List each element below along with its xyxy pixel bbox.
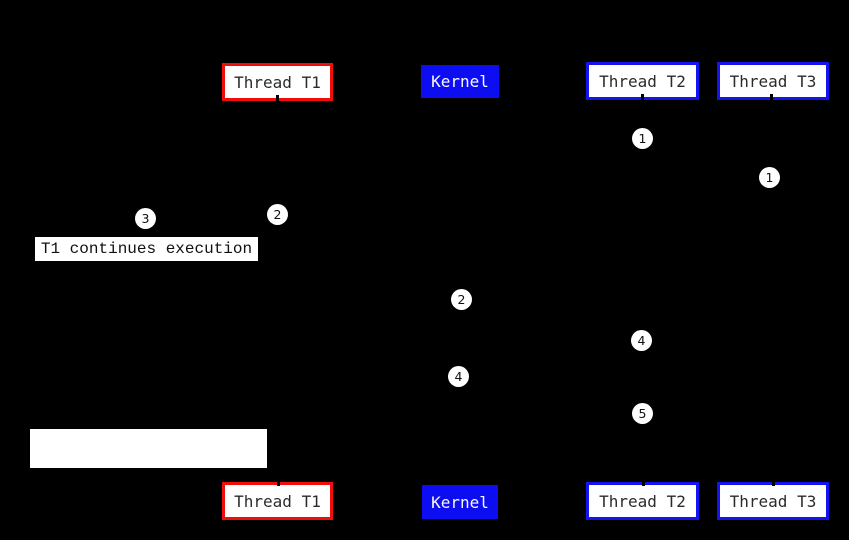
step-marker: 2 [267,204,288,225]
lifeline-notch [641,94,644,100]
step-marker: 4 [631,330,652,351]
lifeline-notch [642,480,645,486]
step-marker: 3 [135,208,156,229]
node-kernel-top: Kernel [421,65,499,98]
node-thread-t1-bottom: Thread T1 [222,482,333,520]
node-thread-t1-top: Thread T1 [222,63,333,101]
node-thread-t3-bottom: Thread T3 [717,482,829,520]
node-label: Kernel [431,492,489,512]
lifeline-notch [772,480,775,486]
node-label: Thread T2 [599,491,686,511]
lifeline-notch [770,94,773,100]
blank-label-box [30,429,267,468]
node-kernel-bottom: Kernel [422,485,498,519]
node-thread-t3-top: Thread T3 [717,62,829,100]
node-label: Thread T1 [234,72,321,92]
step-marker: 1 [632,128,653,149]
step-marker: 5 [632,403,653,424]
step-marker: 4 [448,366,469,387]
node-label: Thread T1 [234,491,321,511]
lifeline-notch [276,95,279,101]
node-thread-t2-bottom: Thread T2 [586,482,699,520]
node-label: Thread T2 [599,71,686,91]
caption-t1-continues: T1 continues execution [35,237,258,261]
lifeline-notch [277,480,280,486]
step-marker: 1 [759,167,780,188]
node-label: Thread T3 [729,491,817,511]
node-label: Kernel [431,72,489,91]
node-label: Thread T3 [729,71,817,91]
step-marker: 2 [451,289,472,310]
